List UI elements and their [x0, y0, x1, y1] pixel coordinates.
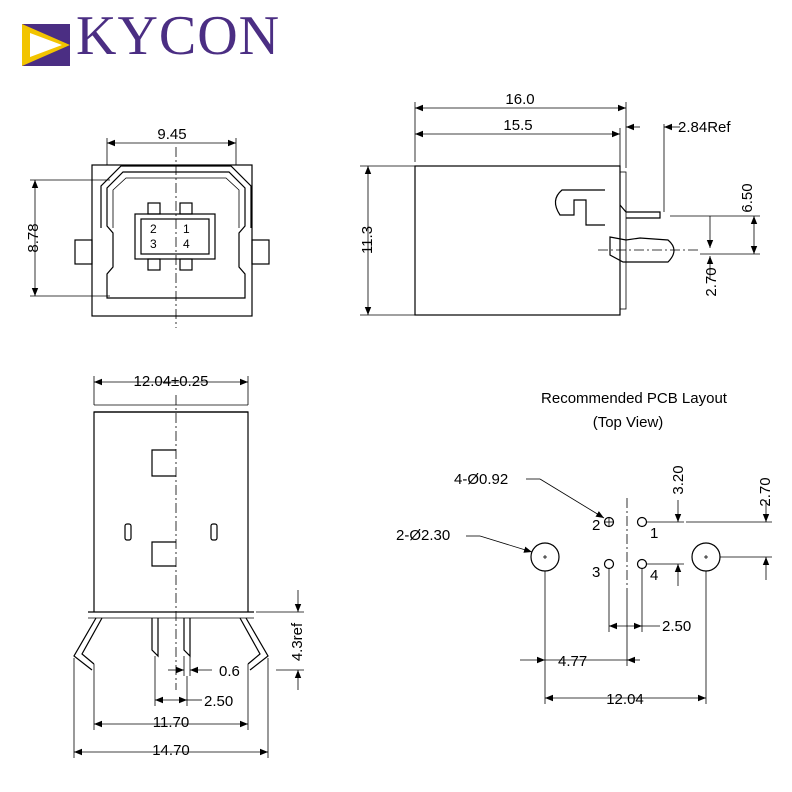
- pcb-layout-title: Recommended PCB Layout: [541, 390, 728, 407]
- front-width-dimension: 9.45: [157, 126, 186, 143]
- pcb-layout-subtitle: (Top View): [593, 414, 664, 431]
- side-total-length-dimension: 16.0: [505, 91, 534, 108]
- pcb-row-gap-dimension: 3.20: [670, 465, 687, 494]
- pcb-pin-4-label: 4: [650, 567, 658, 584]
- front-pin-3-label: 3: [150, 237, 157, 251]
- brand-name: KYCON: [76, 5, 281, 67]
- side-height-dimension: 11.3: [359, 226, 376, 254]
- pcb-pin-1-label: 1: [650, 525, 658, 542]
- pcb-layout: Recommended PCB Layout (Top View) 2 1 3 …: [396, 390, 774, 708]
- pcb-offset-dimension: 2.70: [757, 477, 774, 506]
- side-peg-offset-dimension: 2.70: [703, 267, 720, 296]
- bottom-pin-pitch-dimension: 2.50: [204, 693, 233, 710]
- side-peg-height-dimension: 6.50: [739, 183, 756, 212]
- bottom-pin-width-dimension: 0.6: [219, 663, 240, 680]
- side-tab-dimension: 2.84Ref: [678, 119, 731, 136]
- front-pin-4-label: 4: [183, 237, 190, 251]
- side-body-length-dimension: 15.5: [503, 117, 532, 134]
- front-view: 2 1 3 4 9.45 8.78: [25, 126, 270, 328]
- bottom-inner-span-dimension: 11.70: [153, 714, 189, 731]
- pcb-small-hole-callout: 4-Ø0.92: [454, 471, 508, 488]
- pcb-pin-2-label: 2: [592, 517, 600, 534]
- front-pin-2-label: 2: [150, 222, 157, 236]
- bottom-leg-dimension: 4.3ref: [289, 622, 306, 661]
- front-height-dimension: 8.78: [25, 223, 42, 252]
- pcb-pin-3-label: 3: [592, 564, 600, 581]
- bottom-width-dimension: 12.04±0.25: [134, 373, 209, 390]
- pcb-pitch-dimension: 2.50: [662, 618, 691, 635]
- bottom-view: 12.04±0.25 4.3ref 0.6 2.50 11.70 14.70: [73, 373, 306, 759]
- pcb-large-hole-callout: 2-Ø2.30: [396, 527, 450, 544]
- front-pin-1-label: 1: [183, 222, 190, 236]
- kycon-logo-icon: [22, 24, 70, 66]
- side-view: 16.0 15.5 2.84Ref 11.3 6.50 2.70: [359, 91, 760, 316]
- pcb-hole-span-dimension: 12.04: [606, 691, 644, 708]
- pcb-half-offset-dimension: 4.77: [558, 653, 587, 670]
- bottom-outer-span-dimension: 14.70: [152, 742, 190, 759]
